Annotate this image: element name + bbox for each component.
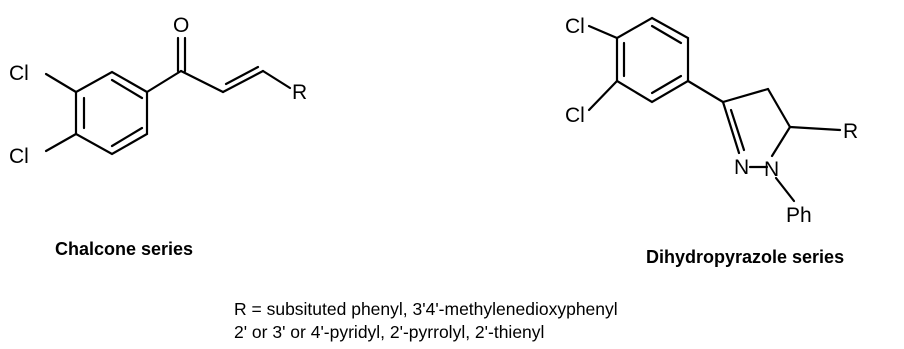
- chalcone-r-bond: [261, 69, 292, 90]
- pyrazole-r-label: R: [843, 120, 858, 143]
- chalcone-aromatic-bond: [110, 126, 144, 148]
- chalcone-cl-bond-bottom: [44, 132, 78, 153]
- pyrazole-c3-n2-bond: [729, 108, 746, 152]
- chalcone-chain-bond: [179, 69, 225, 94]
- pyrazole-c4-c5-bond: [766, 87, 792, 129]
- pyrazole-chlorine-label-top: Cl: [565, 15, 585, 38]
- pyrazole-aromatic-bond: [650, 24, 683, 45]
- chalcone-benzene-ring: [74, 70, 149, 156]
- pyrazole-chlorine-label-bottom: Cl: [565, 104, 585, 127]
- chalcone-chlorine-label-top: Cl: [9, 62, 29, 85]
- chalcone-ring-carbonyl-bond: [145, 69, 183, 94]
- chalcone-aromatic-bond: [110, 78, 144, 100]
- substituent-note-line-1: R = subsituted phenyl, 3'4'-methylenedio…: [234, 299, 618, 319]
- chalcone-structure: O Cl Cl R: [9, 14, 307, 168]
- pyrazole-r-bond: [788, 125, 842, 132]
- pyrazole-cl-bond-bottom: [587, 79, 619, 112]
- pyrazole-benzene-ring: [615, 16, 690, 104]
- pyrazole-n1-label: N: [764, 158, 779, 181]
- chalcone-chlorine-label-bottom: Cl: [9, 145, 29, 168]
- pyrazole-n2-label: N: [734, 156, 749, 179]
- substituent-note-line-2: 2' or 3' or 4'-pyridyl, 2'-pyrrolyl, 2'-…: [234, 322, 544, 342]
- dihydropyrazole-series-caption: Dihydropyrazole series: [646, 247, 844, 267]
- chalcone-oxygen-label: O: [173, 14, 189, 37]
- pyrazole-c3-n2-bond: [721, 100, 741, 155]
- chalcone-alkene-bond: [224, 65, 260, 86]
- pyrazole-cl-bond-top: [587, 24, 619, 40]
- chalcone-r-label: R: [292, 81, 307, 104]
- pyrazole-c3-c4-bond: [721, 87, 770, 104]
- pyrazole-phenyl-label: Ph: [786, 204, 812, 227]
- chalcone-series-caption: Chalcone series: [55, 239, 193, 259]
- chalcone-cl-bond-top: [44, 72, 78, 94]
- pyrazole-aromatic-bond: [650, 74, 683, 95]
- pyrazole-ph-bond: [774, 176, 796, 203]
- chalcone-alkene-bond: [221, 69, 265, 94]
- dihydropyrazole-structure: Cl Cl N N R Ph: [565, 15, 858, 227]
- pyrazole-ring-c3-bond: [686, 79, 725, 104]
- pyrazole-c5-n1-bond: [770, 125, 792, 158]
